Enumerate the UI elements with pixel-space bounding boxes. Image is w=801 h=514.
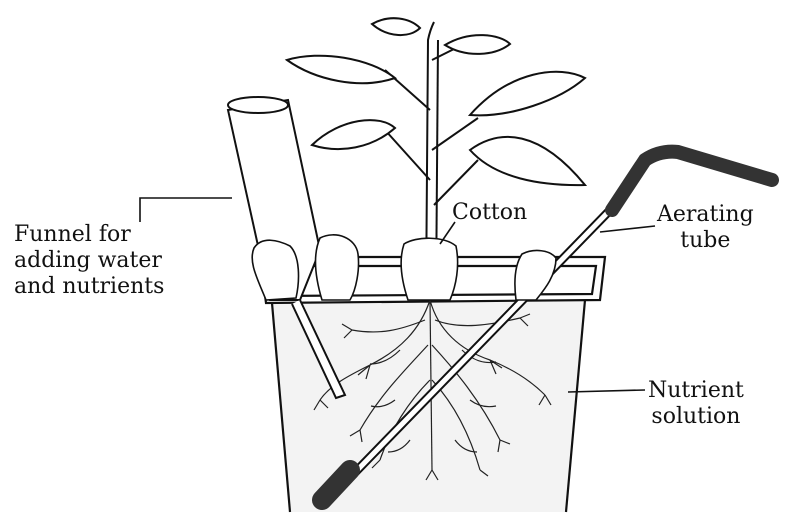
aerating-label-line-1: Aerating xyxy=(657,202,754,228)
leaf xyxy=(470,72,585,116)
nutrient-leader xyxy=(568,390,645,392)
leaf xyxy=(372,18,420,35)
funnel-label-line-3: and nutrients xyxy=(14,274,164,300)
nutrient-label-line-1: Nutrient xyxy=(648,378,744,404)
leaf xyxy=(470,137,585,185)
funnel-label-line-2: adding water xyxy=(14,248,164,274)
funnel-label-line-1: Funnel for xyxy=(14,222,164,248)
aerating-label-line-2: tube xyxy=(657,228,754,254)
leaf xyxy=(312,120,395,149)
cotton-plug xyxy=(252,240,298,300)
leaf xyxy=(287,56,395,83)
funnel-leader xyxy=(140,198,232,222)
nutrient-label-line-2: solution xyxy=(648,404,744,430)
leaves xyxy=(287,18,585,185)
cotton-plug xyxy=(401,238,458,300)
leaf xyxy=(445,35,510,54)
aerating-tube-label: Aeratingtube xyxy=(657,202,754,254)
nutrient-solution-label: Nutrientsolution xyxy=(648,378,744,430)
cotton-label: Cotton xyxy=(452,200,527,226)
aerating-leader xyxy=(600,226,655,232)
funnel-label: Funnel foradding waterand nutrients xyxy=(14,222,164,300)
nutrient-solution-fill xyxy=(272,300,585,512)
cotton-plug xyxy=(316,235,359,300)
